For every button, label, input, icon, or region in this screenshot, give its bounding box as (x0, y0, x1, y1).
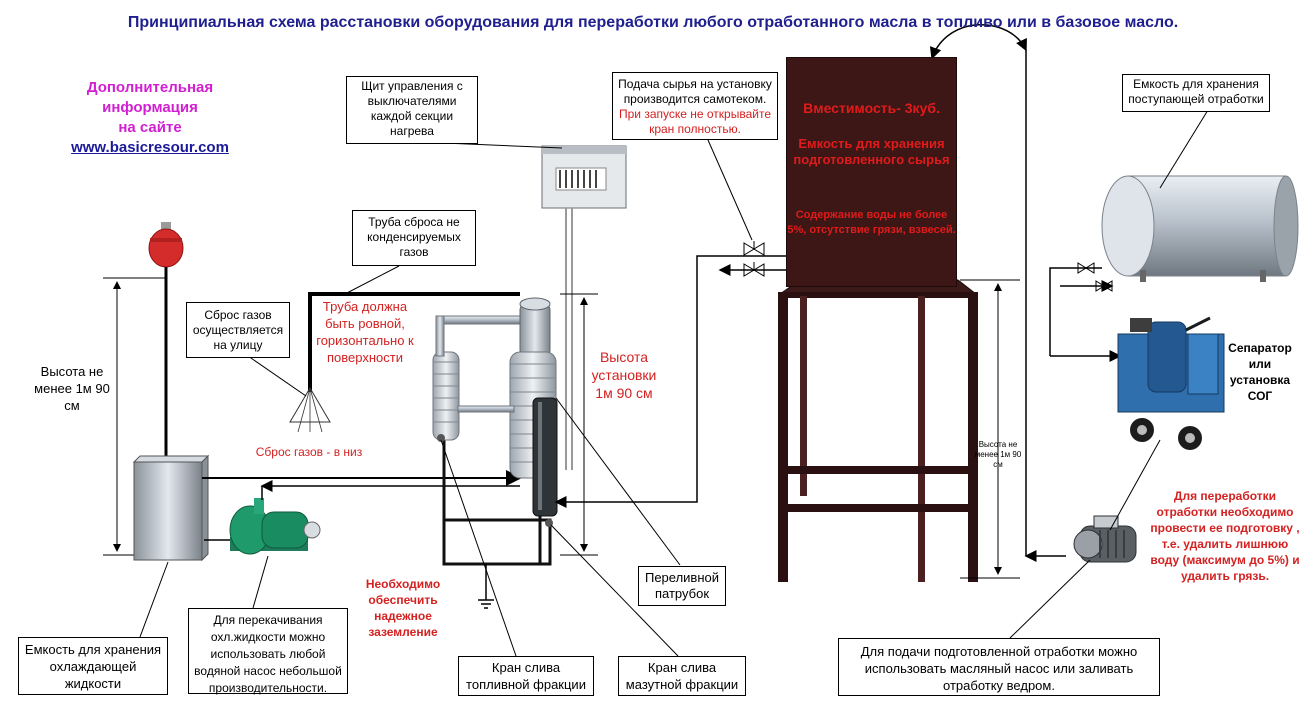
pump-note-label: Для перекачивания охл.жидкости можно исп… (188, 608, 348, 695)
prep-note: Для переработки отработки необходимо про… (1150, 489, 1300, 583)
tank-condition: Содержание воды не более 5%, отсутствие … (787, 209, 956, 236)
vent-pipe-label: Труба сброса не конденсируемых газов (352, 210, 476, 266)
tank-purpose: Емкость для хранения подготовленного сыр… (793, 136, 950, 167)
separator-label: Сепаратор или установка СОГ (1228, 341, 1292, 403)
tank-capacity: Вместимость- 3куб. (803, 100, 940, 116)
expansion-tank-icon (148, 222, 184, 268)
fuel-drain-label: Кран слива топливной фракции (458, 656, 594, 696)
info-line-2: информация (102, 99, 198, 116)
grounding-note: Необходимо обеспечить надежное заземлени… (365, 577, 441, 639)
tank-height-label: Высота не менее 1м 90 см (974, 440, 1022, 469)
control-panel-icon (541, 145, 627, 209)
feed-note-text: Подача сырья на установку производится с… (618, 77, 772, 106)
storage-valve-icon (1077, 262, 1113, 292)
info-line-1: Дополнительная (86, 79, 214, 96)
unit-height-label: Высота установки 1м 90 см (591, 349, 657, 401)
feed-pump-label: Для подачи подготовленной отработки можн… (838, 638, 1160, 696)
height-left-label: Высота не менее 1м 90 см (34, 364, 110, 413)
cooling-tank-label: Емкость для хранения охлаждающей жидкост… (18, 637, 168, 695)
overflow-label: Переливной патрубок (638, 566, 726, 606)
page-title: Принципиальная схема расстановки оборудо… (127, 14, 1179, 31)
oil-pump-icon (1073, 515, 1137, 563)
separator-icon (1117, 316, 1225, 450)
gas-diffuser-icon (289, 387, 331, 433)
control-panel-label: Щит управления с выключателями каждой се… (346, 76, 478, 144)
gas-down-note: Сброс газов - в низ (255, 445, 363, 459)
storage-incoming-label: Емкость для хранения поступающей отработ… (1122, 74, 1270, 112)
water-pump-icon (229, 498, 321, 555)
tank-stand-icon (778, 279, 978, 582)
raw-material-tank: Вместимость- 3куб. Емкость для хранения … (786, 57, 957, 287)
gas-outside-label: Сброс газов осуществляется на улицу (186, 302, 290, 358)
pipe-straight-note: Труба должна быть ровной, горизонтально … (316, 299, 414, 365)
storage-tank-icon (1101, 175, 1299, 282)
cooling-tank-icon (132, 454, 210, 562)
distillation-unit-icon (432, 297, 558, 566)
feed-warning-text: При запуске не открывайте кран полностью… (618, 107, 771, 136)
info-line-3: на сайте (118, 119, 182, 136)
info-block: Дополнительная информация на сайте www.b… (40, 78, 260, 158)
website-link[interactable]: www.basicresour.com (71, 139, 229, 156)
feed-note-box: Подача сырья на установку производится с… (612, 72, 778, 140)
fuel-oil-drain-label: Кран слива мазутной фракции (618, 656, 746, 696)
